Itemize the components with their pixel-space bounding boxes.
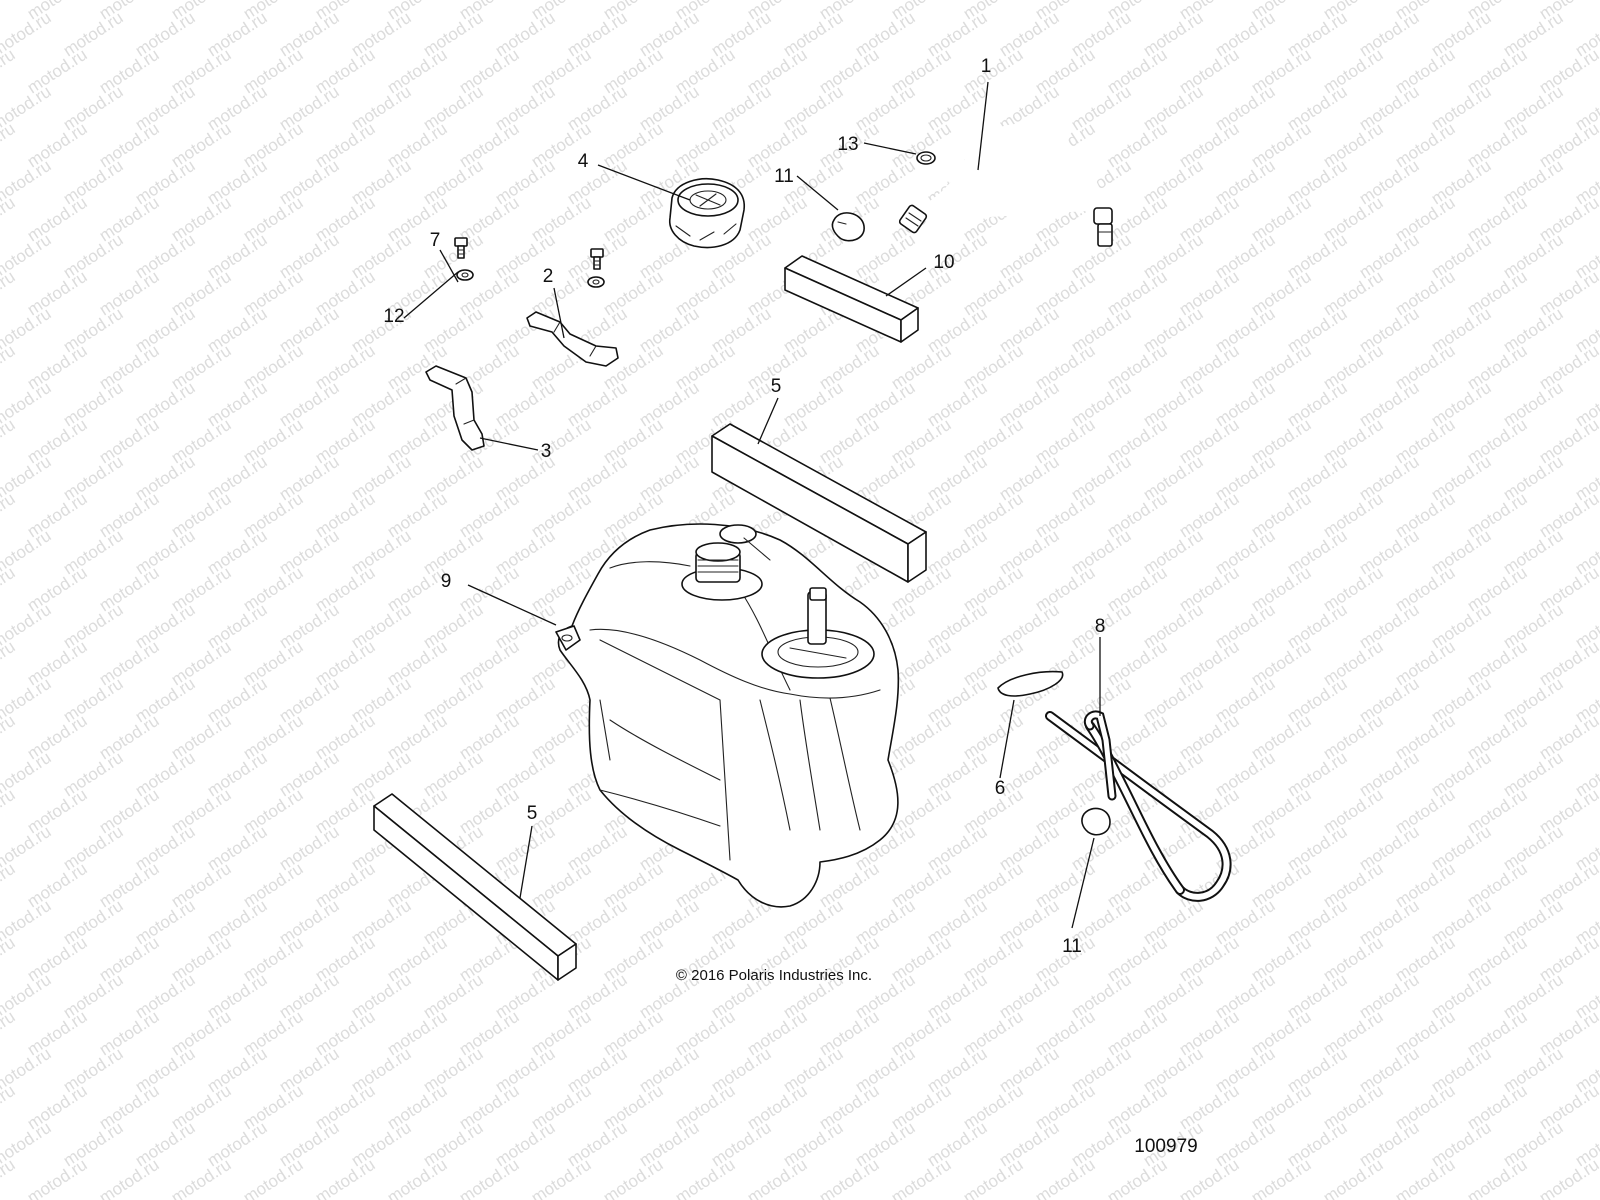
vent-hose-part — [898, 123, 1113, 247]
washer-right-part — [587, 276, 605, 288]
callout-4: 4 — [578, 151, 589, 172]
callout-2: 2 — [543, 266, 554, 287]
washer-left-part — [456, 269, 474, 281]
leader-4 — [597, 164, 691, 201]
seal-plate-part — [997, 670, 1064, 697]
mounting-bracket-upper-part — [526, 311, 619, 367]
callout-8: 8 — [1095, 616, 1106, 637]
leader-9 — [467, 584, 557, 626]
callout-5-lower: 5 — [527, 803, 538, 824]
callout-5-upper: 5 — [771, 376, 782, 397]
leader-12 — [403, 271, 459, 319]
leader-3 — [479, 437, 539, 451]
fuel-cap-part — [669, 178, 745, 249]
leader-13 — [863, 142, 917, 155]
copyright-notice: © 2016 Polaris Industries Inc. — [676, 967, 872, 984]
leader-5-upper — [757, 397, 779, 445]
foam-block-upper-part — [784, 255, 919, 343]
callout-9: 9 — [441, 571, 452, 592]
callout-3: 3 — [541, 441, 552, 462]
callout-7: 7 — [430, 230, 441, 251]
leader-1 — [977, 81, 989, 171]
foam-strip-upper-part — [711, 423, 927, 583]
leader-10 — [885, 267, 927, 297]
callout-12: 12 — [383, 306, 404, 327]
hose-clamp-upper-part — [831, 212, 865, 242]
callout-6: 6 — [995, 778, 1006, 799]
mounting-bracket-lower-part — [425, 365, 485, 451]
drawing-number: 100979 — [1134, 1136, 1197, 1157]
callout-11-lower: 11 — [1062, 936, 1082, 957]
leader-6 — [999, 699, 1015, 779]
bolt-right-part — [590, 248, 604, 270]
hose-clamp-lower-part — [1081, 807, 1111, 836]
leader-11-upper — [796, 175, 839, 211]
fuel-line-part — [1045, 710, 1232, 902]
small-clamp-part — [916, 151, 936, 165]
leader-5-lower — [519, 825, 533, 899]
bolt-left-part — [454, 237, 468, 259]
callout-11-upper: 11 — [774, 166, 794, 187]
callout-1: 1 — [981, 56, 992, 77]
callout-10: 10 — [933, 252, 954, 273]
fuel-tank-part — [555, 523, 900, 908]
foam-strip-lower-part — [373, 793, 577, 981]
callout-13: 13 — [837, 134, 858, 155]
leader-11-lower — [1071, 837, 1095, 929]
leader-2 — [553, 287, 565, 339]
leader-7 — [439, 249, 459, 283]
